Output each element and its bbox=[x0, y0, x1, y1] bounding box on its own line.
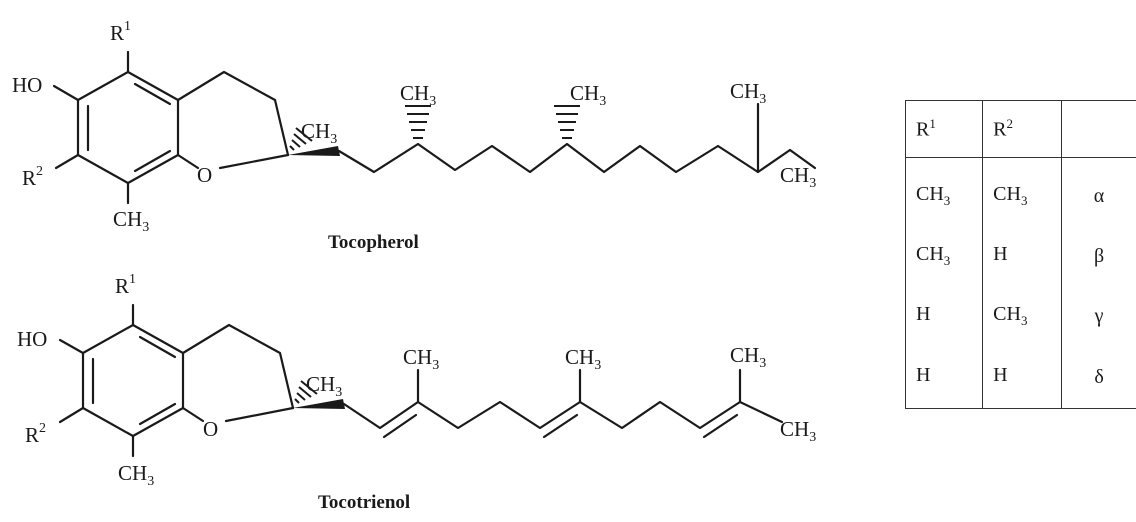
cell-form: δ bbox=[1061, 346, 1136, 409]
tocopherol-ch3-chain2-label: CH3 bbox=[570, 81, 606, 109]
tocopherol-structure: R1 HO R2 O CH3 CH3 CH3 CH3 CH3 CH3 Tocop… bbox=[12, 19, 816, 253]
substituent-table: R1 R2 CH3 CH3 α CH3 H β H CH3 γ H H δ bbox=[904, 100, 1136, 409]
cell-form: γ bbox=[1061, 286, 1136, 346]
cell-r2: H bbox=[982, 346, 1063, 409]
tocopherol-wedge-bond bbox=[288, 146, 340, 156]
tocotrienol-structure: R1 HO R2 O CH3 CH3 CH3 CH3 CH3 CH3 Tocot… bbox=[17, 272, 816, 513]
tocotrienol-ch3-terminal-top-label: CH3 bbox=[730, 343, 766, 371]
tocopherol-ch3-c2-label: CH3 bbox=[301, 119, 337, 147]
tocopherol-o-label: O bbox=[197, 163, 212, 187]
tocopherol-ch3-terminal-bottom-label: CH3 bbox=[780, 163, 816, 191]
tocotrienol-ch3-c2-label: CH3 bbox=[306, 372, 342, 400]
cell-r1: H bbox=[904, 286, 984, 346]
cell-r2: CH3 bbox=[982, 157, 1063, 226]
tocopherol-chain-hash-1 bbox=[405, 105, 431, 139]
tocopherol-hash-bond bbox=[289, 127, 313, 151]
tocopherol-r2-label: R2 bbox=[22, 164, 43, 190]
tocopherol-r1-label: R1 bbox=[110, 19, 131, 45]
tocopherol-chain-hash-2 bbox=[554, 105, 580, 139]
table-header-row: R1 R2 bbox=[904, 100, 1136, 158]
tocotrienol-hash-bond bbox=[294, 380, 318, 404]
tocotrienol-pyran-bonds bbox=[181, 323, 295, 410]
tocotrienol-ho-label: HO bbox=[17, 327, 47, 351]
tocopherol-chain-bonds bbox=[337, 142, 792, 174]
tocotrienol-ch3-terminal-bottom-label: CH3 bbox=[780, 417, 816, 445]
cell-r1: CH3 bbox=[904, 226, 984, 286]
cell-r2: CH3 bbox=[982, 286, 1063, 346]
tocotrienol-r1-label: R1 bbox=[115, 272, 136, 298]
tocotrienol-ch3-bottom-label: CH3 bbox=[118, 461, 154, 489]
tocopherol-ch3-terminal-top-label: CH3 bbox=[730, 79, 766, 107]
cell-r1: CH3 bbox=[904, 157, 984, 226]
header-blank bbox=[1061, 100, 1136, 158]
tocopherol-pyran-bonds bbox=[176, 70, 290, 157]
cell-r1: H bbox=[904, 346, 984, 409]
tocopherol-ch3-bottom-label: CH3 bbox=[113, 207, 149, 235]
tocopherol-ring-bonds bbox=[76, 70, 180, 185]
table-row: CH3 H β bbox=[904, 226, 1136, 286]
tocotrienol-ch3-chain1-label: CH3 bbox=[403, 345, 439, 373]
tocotrienol-ring-bonds bbox=[81, 323, 185, 438]
tocotrienol-r2-label: R2 bbox=[25, 421, 46, 447]
tocopherol-caption: Tocopherol bbox=[328, 232, 419, 253]
tocopherol-ch3-chain1-label: CH3 bbox=[400, 81, 436, 109]
tocotrienol-o-label: O bbox=[203, 417, 218, 441]
tocotrienol-chain-bonds bbox=[342, 400, 784, 430]
header-r1: R1 bbox=[904, 100, 984, 158]
tocotrienol-caption: Tocotrienol bbox=[318, 492, 410, 513]
header-r2: R2 bbox=[982, 100, 1063, 158]
tocotrienol-ch3-chain2-label: CH3 bbox=[565, 345, 601, 373]
table-row: CH3 CH3 α bbox=[904, 157, 1136, 226]
table-row: H CH3 γ bbox=[904, 286, 1136, 346]
tocotrienol-wedge-bond bbox=[293, 399, 345, 409]
cell-r2: H bbox=[982, 226, 1063, 286]
tocopherol-ho-label: HO bbox=[12, 73, 42, 97]
table-row: H H δ bbox=[904, 346, 1136, 409]
cell-form: α bbox=[1061, 157, 1136, 226]
cell-form: β bbox=[1061, 226, 1136, 286]
